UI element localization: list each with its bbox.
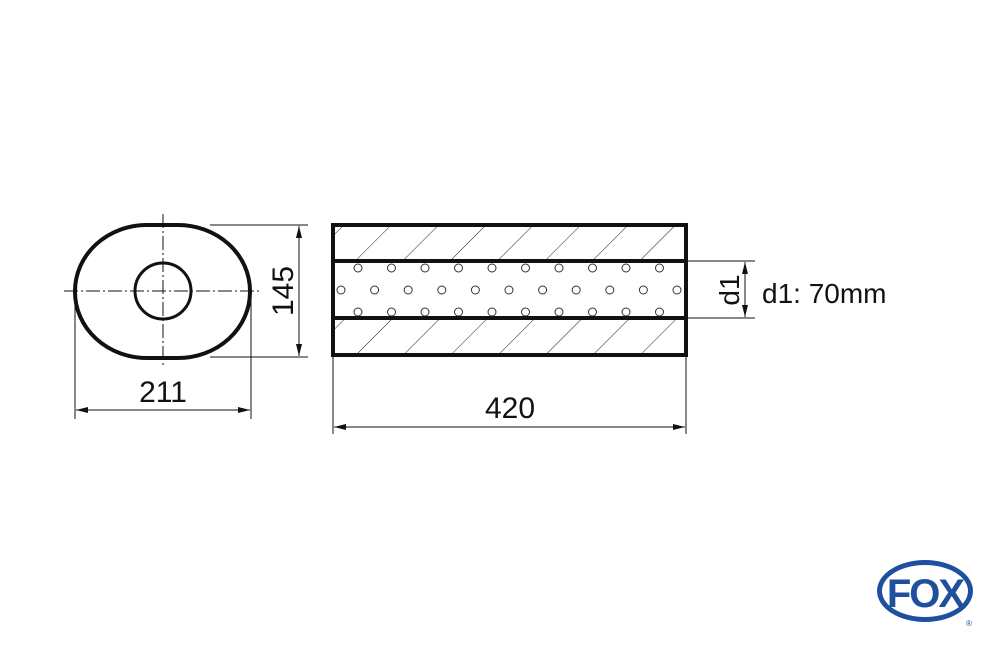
perforation-hole — [336, 285, 346, 295]
perforation-hole — [387, 263, 396, 273]
width-dimension-label: 211 — [139, 376, 187, 409]
svg-text:FOX: FOX — [887, 572, 966, 616]
perforation-hole — [420, 263, 430, 273]
perforation-hole — [521, 307, 530, 317]
perforation-hole — [370, 285, 380, 295]
perforation-hole — [605, 285, 615, 295]
perforation-hole — [621, 263, 631, 273]
fox-logo: FOX ® — [877, 560, 973, 628]
perforation-hole — [655, 263, 664, 273]
perforation-holes — [336, 263, 682, 317]
perforation-hole — [470, 285, 480, 295]
perforation-hole — [588, 307, 597, 317]
perforation-hole — [554, 263, 564, 273]
perforation-hole — [437, 285, 447, 295]
perforation-hole — [420, 307, 430, 317]
perforation-hole — [353, 263, 363, 273]
perforation-hole — [454, 263, 463, 273]
perforation-hole — [403, 285, 413, 295]
perforation-hole — [487, 263, 497, 273]
height-dimension-label: 145 — [267, 266, 300, 316]
d1-value-label: d1: 70mm — [762, 278, 887, 309]
perforation-hole — [504, 285, 514, 295]
perforation-hole — [454, 307, 463, 317]
perforation-hole — [571, 285, 581, 295]
perforation-hole — [521, 263, 530, 273]
perforation-hole — [672, 285, 682, 295]
perforation-hole — [638, 285, 648, 295]
length-dimension-label: 420 — [485, 392, 535, 425]
muffler-body — [331, 223, 688, 357]
perforation-hole — [655, 307, 664, 317]
side-view: 420 d1 d1: 70mm — [331, 223, 887, 434]
perforation-hole — [588, 263, 597, 273]
perforation-hole — [387, 307, 396, 317]
svg-text:®: ® — [966, 619, 972, 628]
perforation-hole — [554, 307, 564, 317]
top-hatch-band — [333, 225, 686, 261]
perforation-hole — [353, 307, 363, 317]
d1-dimension-label: d1 — [714, 274, 745, 305]
perforation-hole — [621, 307, 631, 317]
front-view: 145 211 — [64, 214, 308, 419]
perforation-hole — [538, 285, 548, 295]
perforation-hole — [487, 307, 497, 317]
bottom-hatch-band — [333, 318, 686, 355]
